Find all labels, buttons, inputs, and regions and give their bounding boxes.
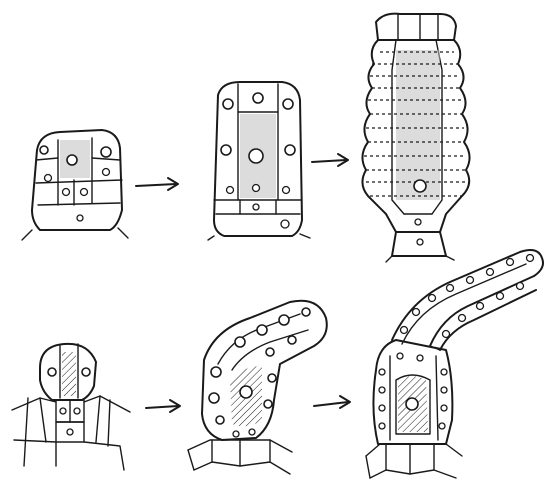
bottom-stage-1-initial [12, 344, 130, 470]
arrow-right [314, 396, 350, 408]
bottom-stage-3-mature [366, 250, 543, 478]
bottom-stage-2-elongating [188, 301, 327, 474]
neck-cells [401, 255, 534, 338]
top-stage-2-elongating [208, 82, 310, 240]
arrow-right [146, 400, 180, 412]
top-stage-1-cluster [22, 130, 128, 240]
top-stage-3-mature [362, 14, 469, 262]
arrow-right [312, 154, 348, 166]
arrow-right [136, 178, 178, 190]
